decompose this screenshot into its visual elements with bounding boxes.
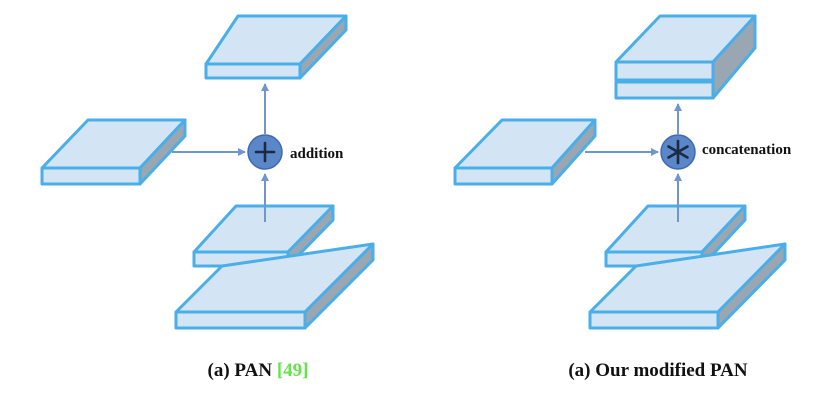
lower-bottom-feature-map-right <box>588 242 787 330</box>
left-panel: addition (a) PAN [49] <box>40 14 375 381</box>
lower-bottom-feature-map <box>174 242 375 330</box>
operation-label-concatenation: concatenation <box>702 142 792 158</box>
lateral-feature-map-right <box>453 118 597 186</box>
citation-link[interactable]: [49] <box>277 360 309 381</box>
output-feature-map <box>204 14 348 80</box>
asterisk-icon <box>660 134 696 170</box>
caption-right: (a) Our modified PAN <box>568 360 748 381</box>
caption-left: (a) PAN [49] <box>208 360 309 381</box>
right-panel: concatenation (a) Our modified PAN <box>453 14 792 381</box>
lateral-feature-map <box>40 118 187 186</box>
output-feature-map-stacked <box>614 14 757 100</box>
caption-left-text: (a) PAN <box>208 360 277 381</box>
operation-label-addition: addition <box>290 146 344 162</box>
plus-icon <box>247 134 283 170</box>
upper-bottom-feature-map-right <box>604 204 747 268</box>
